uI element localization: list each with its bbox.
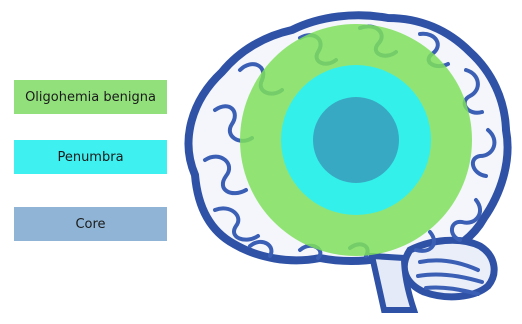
core-zone: [313, 97, 399, 183]
legend-oligohemia-benigna: Oligohemia benigna: [14, 80, 167, 114]
legend-core: Core: [14, 207, 167, 241]
legend-label-oligohemia: Oligohemia benigna: [25, 90, 156, 105]
legend-label-penumbra: Penumbra: [57, 150, 123, 165]
legend-label-core: Core: [75, 217, 105, 232]
legend-penumbra: Penumbra: [14, 140, 167, 174]
